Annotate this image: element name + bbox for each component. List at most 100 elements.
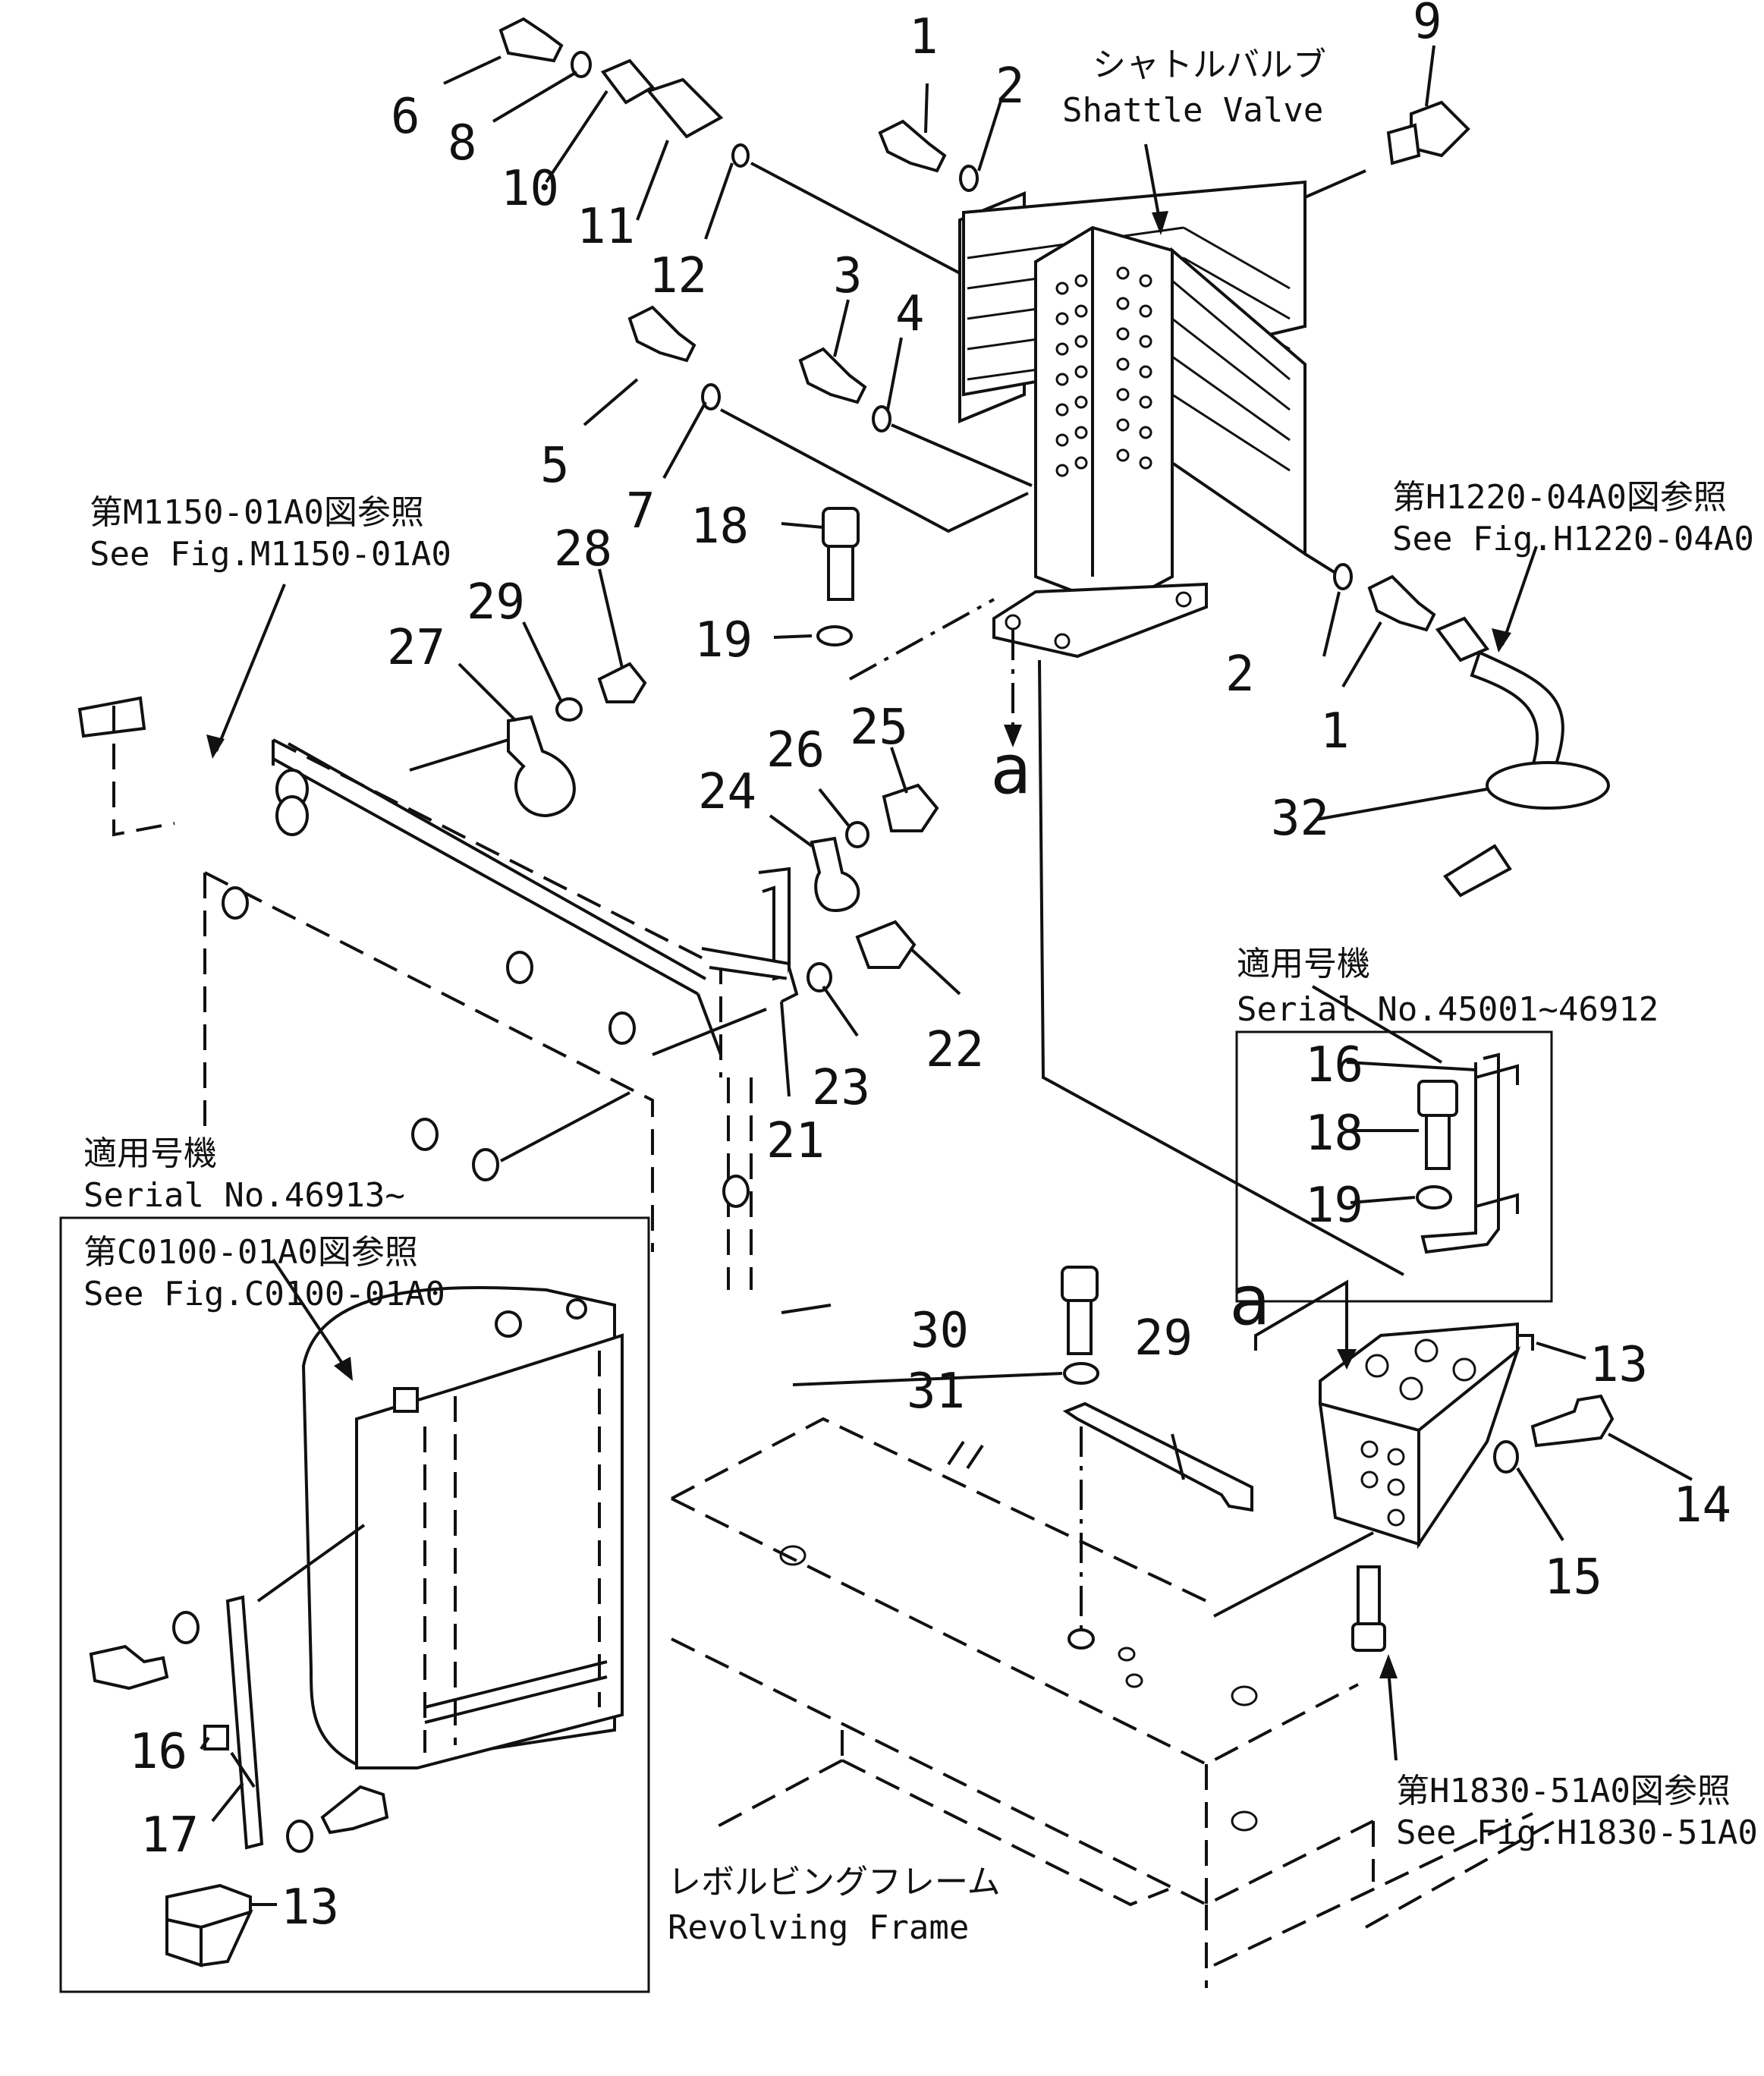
callout-5: 5 bbox=[540, 438, 570, 494]
callout-24: 25 bbox=[850, 700, 908, 756]
washer-28 bbox=[555, 697, 583, 722]
bolt-18-washer-19 bbox=[816, 507, 860, 646]
bolt-18b bbox=[1417, 1080, 1458, 1117]
clamp-26 bbox=[507, 662, 647, 818]
serial-a-jp: 適用号機 bbox=[1237, 945, 1370, 983]
shuttle-valve-assembly bbox=[958, 100, 1470, 659]
callout-19-inset: 19 bbox=[1305, 1178, 1363, 1234]
clamp-23 bbox=[810, 836, 860, 913]
washer-15 bbox=[1493, 1440, 1519, 1474]
radiator-inset bbox=[59, 1216, 650, 1993]
serial-a-en: Serial No.45001~46912 bbox=[1237, 990, 1659, 1029]
bolt-vertical bbox=[1357, 1565, 1381, 1629]
shuttle-valve-en: Shattle Valve bbox=[1062, 91, 1323, 130]
callout-18-inset: 18 bbox=[1305, 1106, 1363, 1162]
shuttle-valve-jp: シャトルバルブ bbox=[1093, 46, 1326, 84]
arrowheads bbox=[206, 211, 1511, 1678]
callout-13: 13 bbox=[1589, 1337, 1648, 1393]
valve-column bbox=[1034, 225, 1174, 609]
oring-8 bbox=[571, 51, 592, 78]
serial-b-jp: 適用号機 bbox=[83, 1134, 217, 1173]
callout-1-top: 1 bbox=[909, 9, 939, 65]
callout-16-radiator: 16 bbox=[129, 1724, 187, 1780]
ref-c0100-en: See Fig.C0100-01A0 bbox=[83, 1275, 445, 1313]
revolving-jp: レボルビングフレーム bbox=[668, 1863, 1001, 1901]
fitting-10 bbox=[600, 58, 656, 105]
washer-25 bbox=[845, 821, 869, 848]
fitting-9 bbox=[498, 17, 564, 63]
callout-13-radiator: 13 bbox=[281, 1879, 339, 1936]
callout-22: 23 bbox=[812, 1060, 870, 1116]
cap bbox=[393, 1387, 419, 1413]
callout-2-top: 2 bbox=[995, 58, 1025, 115]
callout-20: 21 bbox=[766, 1113, 825, 1169]
bracket-13-main bbox=[1318, 1322, 1615, 1652]
callout-8: 8 bbox=[448, 115, 477, 171]
stay-29 bbox=[1062, 1401, 1253, 1512]
clip-16 bbox=[203, 1725, 229, 1750]
callout-18: 18 bbox=[690, 499, 749, 555]
ref-h1830-en: See Fig.H1830-51A0 bbox=[1396, 1813, 1758, 1852]
washer-19b bbox=[1416, 1185, 1452, 1209]
ref-m1150-en: See Fig.M1150-01A0 bbox=[90, 535, 451, 574]
serial-inset bbox=[1235, 1030, 1553, 1303]
callout-4: 4 bbox=[895, 286, 925, 342]
radiator-core bbox=[355, 1333, 624, 1769]
serial-b-en: Serial No.46913~ bbox=[83, 1176, 405, 1215]
callout-27: 28 bbox=[554, 521, 612, 577]
callout-12: 12 bbox=[649, 248, 707, 304]
callout-9: 6 bbox=[391, 89, 420, 145]
bolt-30-group bbox=[1061, 1266, 1253, 1650]
fitting-11 bbox=[646, 77, 724, 139]
upper-frame-dashed bbox=[77, 696, 767, 1290]
callout-1-right: 1 bbox=[1320, 703, 1350, 760]
callout-14: 14 bbox=[1673, 1477, 1731, 1533]
reference-labels: シャトルバルブ Shattle Valve 第M1150-01A0図参照 See… bbox=[83, 46, 1758, 1947]
ref-h1220-jp: 第H1220-04A0図参照 bbox=[1392, 478, 1727, 517]
bolt-24 bbox=[882, 783, 939, 832]
callout-31: 31 bbox=[907, 1364, 965, 1420]
callout-10: 10 bbox=[501, 161, 559, 217]
washer-22 bbox=[807, 962, 832, 992]
fitting-7 bbox=[1304, 100, 1470, 199]
marker-a-line bbox=[1254, 1279, 1348, 1366]
callout-23: 24 bbox=[698, 764, 756, 820]
washer-31 bbox=[1063, 1362, 1099, 1385]
fittings-3-4 bbox=[798, 347, 1033, 487]
serial-inset-border bbox=[1235, 1030, 1553, 1303]
callout-6: 7 bbox=[626, 483, 656, 539]
clamp-32 bbox=[1486, 761, 1610, 810]
callout-2-right: 2 bbox=[1225, 646, 1255, 703]
callout-11: 11 bbox=[577, 199, 635, 255]
callout-26: 27 bbox=[387, 620, 445, 676]
revolving-en: Revolving Frame bbox=[668, 1908, 969, 1947]
stay-16 bbox=[1420, 1052, 1500, 1254]
ref-h1220-en: See Fig.H1220-04A0 bbox=[1392, 520, 1754, 558]
ref-h1830-jp: 第H1830-51A0図参照 bbox=[1396, 1772, 1731, 1810]
ref-c0100-jp: 第C0100-01A0図参照 bbox=[83, 1233, 418, 1272]
callout-3: 3 bbox=[833, 248, 863, 304]
callout-29: 29 bbox=[1134, 1310, 1193, 1367]
callout-16-inset: 16 bbox=[1305, 1037, 1363, 1093]
bracket-20-group bbox=[701, 783, 939, 1003]
fittings-1-2-top bbox=[878, 119, 979, 192]
marker-a-bottom: a bbox=[1229, 1261, 1270, 1341]
stay-bar bbox=[225, 1595, 264, 1850]
valve-base-flange bbox=[992, 582, 1208, 659]
ref-m1150-jp: 第M1150-01A0図参照 bbox=[90, 493, 424, 532]
hose-32 bbox=[1470, 650, 1564, 768]
callout-numbers: 6 8 10 11 12 1 2 3 4 5 7 9 18 19 28 29 2… bbox=[129, 0, 1731, 1936]
callout-17: 17 bbox=[140, 1807, 199, 1864]
oring-12 bbox=[731, 143, 750, 168]
fittings-5-6 bbox=[627, 305, 1029, 533]
fittings-9-12 bbox=[498, 17, 961, 275]
small-block bbox=[77, 696, 146, 738]
callout-7: 9 bbox=[1413, 0, 1442, 50]
marker-a-top: a bbox=[990, 730, 1031, 810]
callout-32: 32 bbox=[1271, 791, 1329, 847]
callout-19: 19 bbox=[694, 612, 753, 668]
inset-border bbox=[59, 1216, 650, 1993]
fittings-right-hose bbox=[1303, 552, 1610, 898]
callout-15: 15 bbox=[1544, 1549, 1602, 1606]
